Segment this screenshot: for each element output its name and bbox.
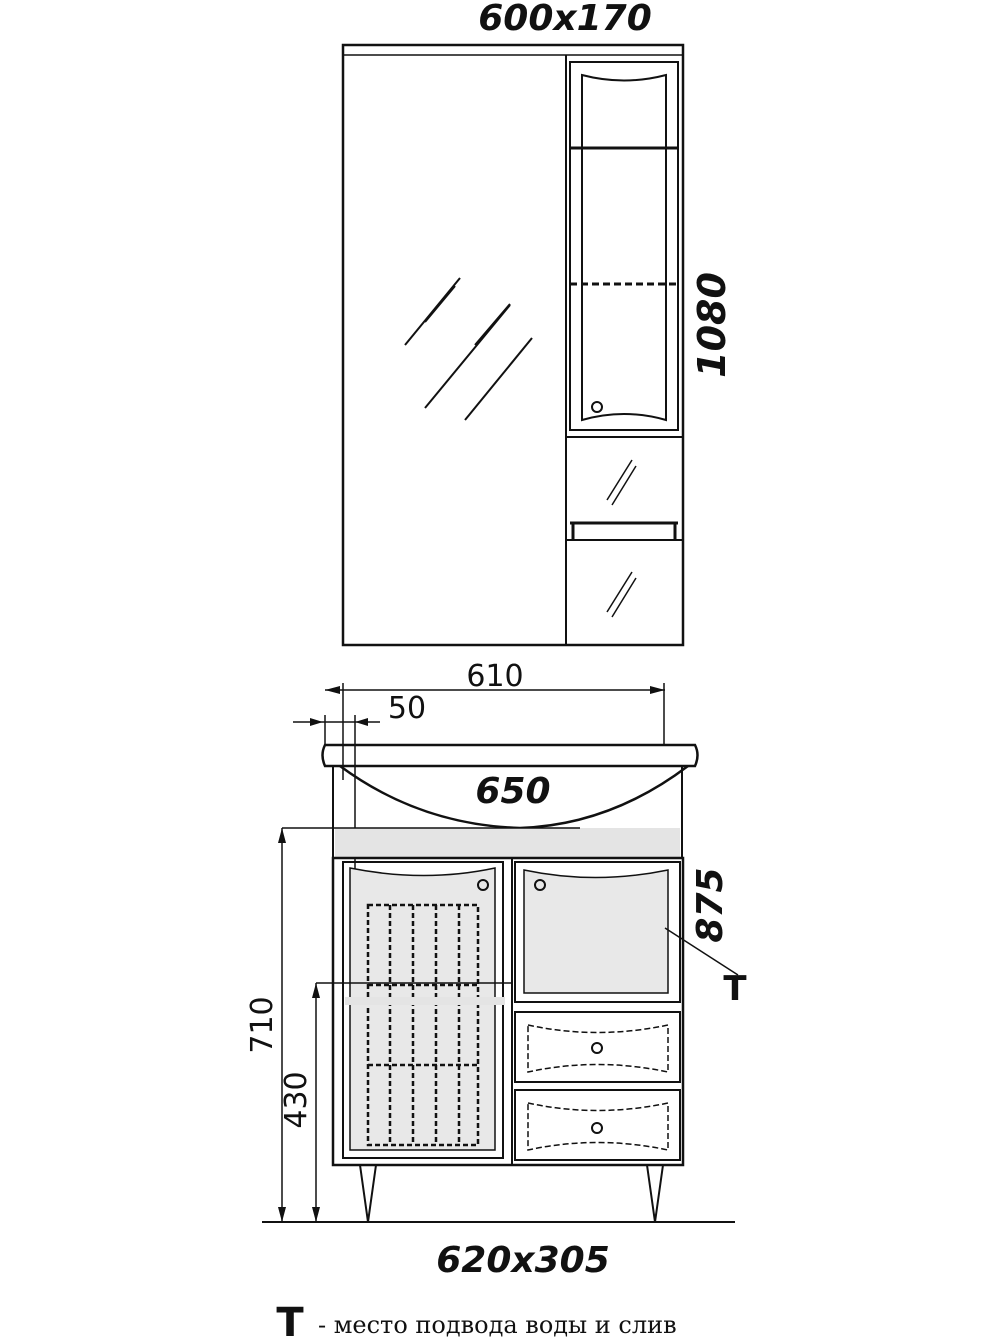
sink-width-label: 650 <box>475 771 550 812</box>
niche-glare-lower <box>606 571 637 618</box>
dim-430-arrow-top <box>312 983 320 998</box>
mirror-cabinet: 600x170 1080 <box>341 0 734 647</box>
leg-left <box>359 1164 377 1223</box>
dim-610-label: 610 <box>466 659 523 694</box>
niche-glare-upper <box>606 459 637 506</box>
legend: T - место подвода воды и слив <box>276 1300 676 1340</box>
drawer-upper <box>514 1011 681 1083</box>
drawer-lower-knob <box>591 1122 603 1134</box>
drawer-lower <box>514 1089 681 1161</box>
mirror-height-label: 1080 <box>690 272 734 378</box>
right-door <box>514 861 681 1003</box>
vanity-cabinet: 650 <box>262 743 735 1223</box>
dim-710-label: 710 <box>245 996 280 1053</box>
dim-710-arrow-top <box>278 828 286 843</box>
upper-door-frame <box>569 61 679 431</box>
upper-door-panel <box>581 73 667 422</box>
right-door-knob <box>534 879 546 891</box>
cabinet-frame <box>331 856 685 1167</box>
left-door <box>342 861 504 1159</box>
basket-shelf <box>345 997 505 1005</box>
dim-430-label: 430 <box>279 1071 314 1128</box>
vanity-size-label: 620x305 <box>436 1240 610 1281</box>
drawer-upper-knob <box>591 1042 603 1054</box>
legend-text: - место подвода воды и слив <box>318 1311 677 1339</box>
left-door-knob <box>477 879 489 891</box>
cabinet-back-panel <box>335 828 680 858</box>
right-door-panel <box>523 869 669 994</box>
mirror-glare <box>404 277 533 421</box>
basket-grid <box>366 903 480 1147</box>
left-door-panel <box>349 867 496 1151</box>
dim-610-arrow-right <box>650 686 665 694</box>
legend-symbol: T <box>276 1300 304 1340</box>
mirror-size-label: 600x170 <box>478 0 652 39</box>
dim-50-label: 50 <box>388 691 426 726</box>
dim-50-arrow-left <box>310 718 323 726</box>
drawer-upper-panel <box>527 1024 669 1073</box>
dim-610-arrow-left <box>325 686 340 694</box>
countertop <box>321 743 699 768</box>
dim-50-arrow-right <box>355 718 368 726</box>
drawer-lower-panel <box>527 1102 669 1151</box>
mirror-outer-frame <box>341 43 685 647</box>
dim-430-arrow-bottom <box>312 1207 320 1222</box>
pipe-marker-label: T <box>723 969 747 1009</box>
leg-right <box>646 1164 664 1223</box>
dim-875-label: 875 <box>690 867 731 942</box>
pipe-leader <box>664 927 739 976</box>
upper-door-knob <box>591 401 603 413</box>
niche-rail <box>570 521 678 540</box>
dim-710-arrow-bottom <box>278 1207 286 1222</box>
height-dimensions: 875 T 710 430 <box>245 827 747 1222</box>
